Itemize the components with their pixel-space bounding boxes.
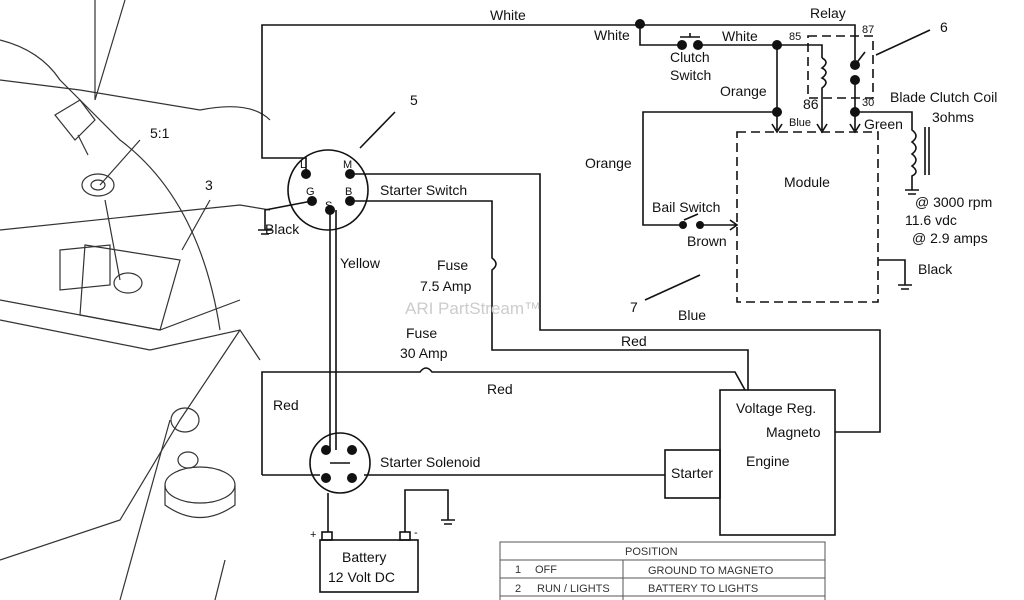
label-module: Module xyxy=(784,174,830,190)
label-green: Green xyxy=(864,116,903,132)
position-table: POSITION 1 OFF GROUND TO MAGNETO 2 RUN /… xyxy=(499,541,826,600)
label-fuse-1-rating: 7.5 Amp xyxy=(420,278,472,294)
label-terminal-87: 87 xyxy=(862,24,874,36)
label-terminal-86: 86 xyxy=(803,96,819,112)
wires xyxy=(258,19,930,532)
callout-7: 7 xyxy=(630,299,638,315)
terminal-b: B xyxy=(345,186,352,198)
label-vdc: 11.6 vdc xyxy=(905,212,957,228)
label-orange-2: Orange xyxy=(585,155,632,171)
label-blue: Blue xyxy=(678,307,706,323)
label-plus: + xyxy=(310,529,316,541)
label-minus: - xyxy=(414,527,418,539)
label-white-left: White xyxy=(594,27,630,43)
label-red-2: Red xyxy=(487,381,513,397)
starter-switch: L M G B S xyxy=(287,149,369,231)
row-1-position: OFF xyxy=(535,564,557,576)
callout-3: 3 xyxy=(205,177,213,193)
label-starter-switch: Starter Switch xyxy=(380,182,467,198)
row-1-function: GROUND TO MAGNETO xyxy=(648,565,774,577)
callout-6-leader xyxy=(875,29,931,56)
terminal-l: L xyxy=(300,159,306,171)
table-header: POSITION xyxy=(625,546,678,558)
starter-solenoid xyxy=(309,432,371,494)
row-1-num: 1 xyxy=(515,564,521,576)
label-magneto: Magneto xyxy=(766,424,821,440)
callout-5-leader xyxy=(359,111,396,149)
starter-box xyxy=(664,449,721,499)
label-blue-small: Blue xyxy=(789,117,811,129)
label-brown: Brown xyxy=(687,233,727,249)
module-box xyxy=(736,131,879,303)
callout-5-1: 5:1 xyxy=(150,125,170,141)
battery-box xyxy=(319,539,419,593)
callout-5: 5 xyxy=(410,92,418,108)
label-rpm: @ 3000 rpm xyxy=(915,194,992,210)
terminal-m: M xyxy=(343,159,352,171)
label-red-1: Red xyxy=(621,333,647,349)
callout-6: 6 xyxy=(940,19,948,35)
label-engine: Engine xyxy=(746,453,790,469)
row-2-num: 2 xyxy=(515,583,521,595)
label-blade-clutch-coil: Blade Clutch Coil xyxy=(890,89,997,105)
mower-illustration xyxy=(0,0,271,600)
label-white-right: White xyxy=(722,28,758,44)
label-orange-1: Orange xyxy=(720,83,767,99)
terminal-s: S xyxy=(325,200,332,212)
label-yellow: Yellow xyxy=(340,255,381,271)
label-white-top: White xyxy=(490,7,526,23)
label-battery-rating: 12 Volt DC xyxy=(328,569,395,585)
label-ohms: 3ohms xyxy=(932,109,974,125)
label-fuse-1: Fuse xyxy=(437,257,468,273)
label-fuse-2-rating: 30 Amp xyxy=(400,345,448,361)
label-terminal-85: 85 xyxy=(789,31,801,43)
row-2-position: RUN / LIGHTS xyxy=(537,583,610,595)
label-amps: @ 2.9 amps xyxy=(912,230,988,246)
label-red-3: Red xyxy=(273,397,299,413)
label-battery: Battery xyxy=(342,549,386,565)
label-clutch: Clutch xyxy=(670,49,710,65)
label-voltage-reg: Voltage Reg. xyxy=(736,400,816,416)
callout-7-leader xyxy=(644,274,701,301)
label-black-left: Black xyxy=(265,221,300,237)
watermark: ARI PartStream™ xyxy=(405,299,541,318)
row-2-function: BATTERY TO LIGHTS xyxy=(648,583,758,595)
relay-box xyxy=(807,35,874,99)
label-black-right: Black xyxy=(918,261,953,277)
label-switch: Switch xyxy=(670,67,711,83)
label-starter-solenoid: Starter Solenoid xyxy=(380,454,480,470)
label-fuse-2: Fuse xyxy=(406,325,437,341)
label-bail-switch: Bail Switch xyxy=(652,199,720,215)
label-starter: Starter xyxy=(671,465,713,481)
label-terminal-30: 30 xyxy=(862,97,874,109)
label-relay: Relay xyxy=(810,5,846,21)
wire-labels: White White White Relay 85 87 86 Blue 30… xyxy=(265,5,997,585)
terminal-g: G xyxy=(306,186,315,198)
